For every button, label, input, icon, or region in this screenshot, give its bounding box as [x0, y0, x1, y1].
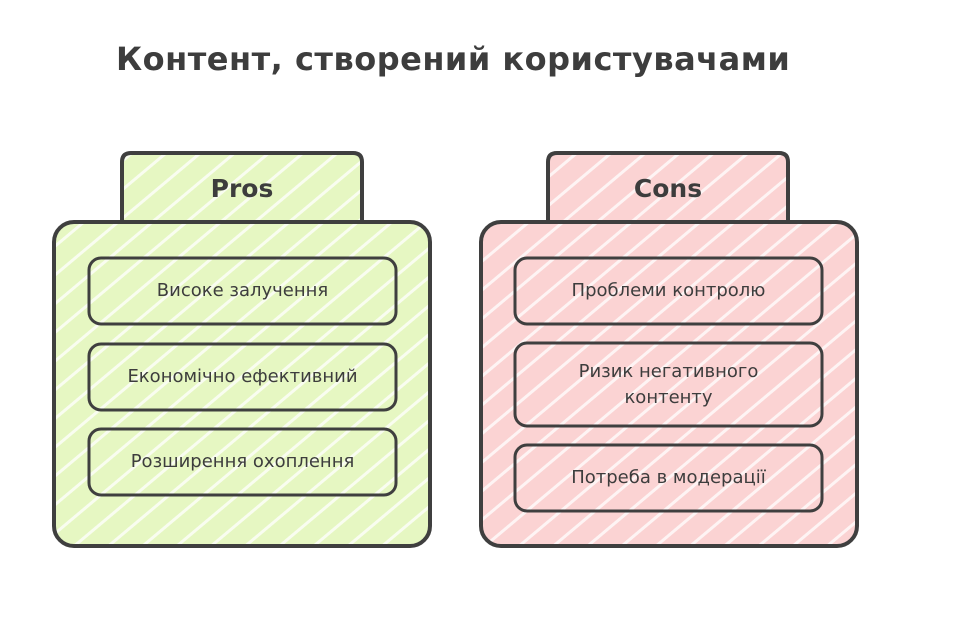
- pros-item-2: Економічно ефективний: [127, 366, 358, 387]
- cons-item-3: Потреба в модерації: [571, 467, 766, 488]
- cons-tab-shape: [546, 151, 790, 222]
- pros-item-3: Розширення охоплення: [130, 451, 355, 472]
- pros-heading: Pros: [210, 174, 274, 203]
- cons-item-box-3: [513, 443, 824, 513]
- cons-item-1: Проблеми контролю: [571, 280, 766, 301]
- cons-item-2: Ризик негативного контенту: [578, 360, 759, 408]
- pros-tab-shape: [120, 151, 364, 222]
- pros-item-box-3: [87, 427, 398, 497]
- cons-group: [479, 151, 859, 548]
- cons-item-box-2: [513, 341, 824, 428]
- page-title: Контент, створений користувачами: [116, 40, 791, 78]
- cons-heading: Cons: [633, 174, 703, 203]
- pros-item-box-2: [87, 342, 398, 412]
- pros-item-box-1: [87, 256, 398, 326]
- pros-group: [52, 151, 432, 548]
- pros-item-1: Високе залучення: [156, 280, 329, 301]
- cons-item-box-1: [513, 256, 824, 326]
